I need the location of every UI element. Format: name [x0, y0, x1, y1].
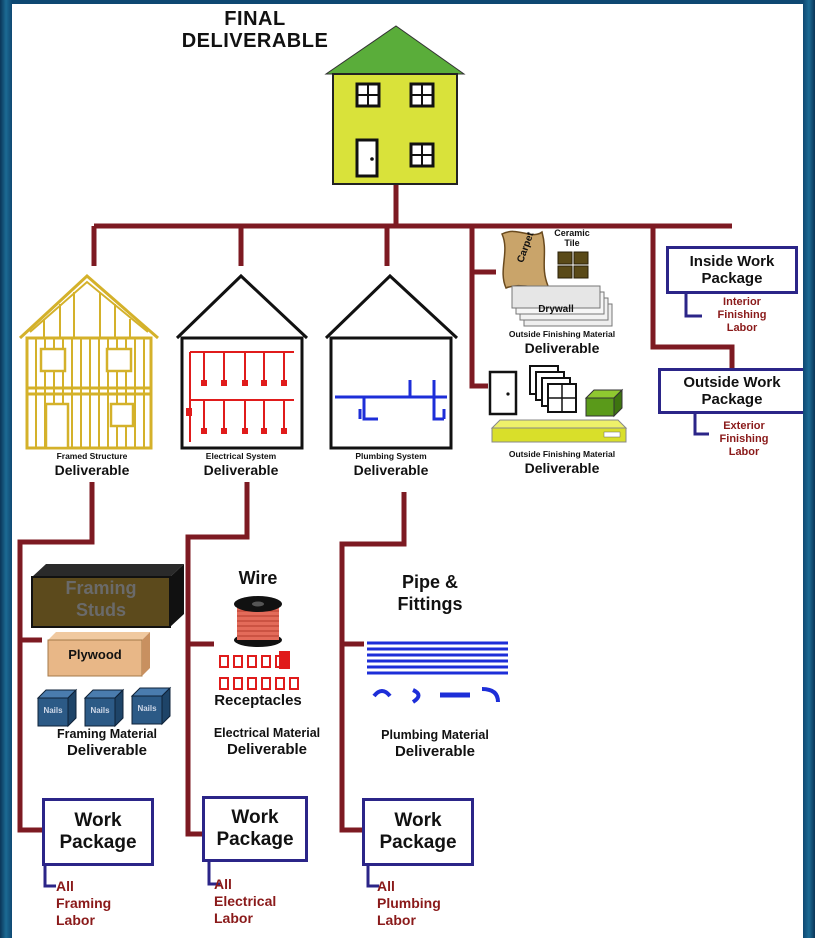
- drop-work-packages: [650, 226, 735, 368]
- electrical-work-package-box[interactable]: Work Package: [202, 796, 308, 862]
- plumbing-work-package-box[interactable]: Work Package: [362, 798, 474, 866]
- electrical-system-caption: Electrical System: [205, 451, 277, 461]
- electrical-labor: All Electrical Labor: [214, 876, 277, 926]
- diagram-graphics: [17, 25, 735, 888]
- inside-finishing-caption: Outside Finishing Material: [508, 329, 616, 339]
- nails-label-3: Nails: [137, 704, 157, 713]
- nails-label-2: Nails: [90, 706, 110, 715]
- drywall-label: Drywall: [538, 304, 574, 315]
- outside-work-package-label: Outside Work Package: [683, 373, 781, 408]
- wire-label: Wire: [238, 568, 278, 588]
- framing-work-package-label: Work Package: [59, 810, 137, 853]
- framing-material-caption: Framing Material: [56, 727, 158, 741]
- plumbing-material-deliverable: Deliverable: [394, 743, 476, 760]
- inside-finishing-deliverable: Deliverable: [524, 340, 600, 356]
- framing-studs-icon: [31, 564, 184, 628]
- plumbing-work-package-label: Work Package: [379, 810, 457, 853]
- final-deliverable-title: FINAL DELIVERABLE: [181, 8, 329, 53]
- inside-work-package-label: Inside Work Package: [689, 252, 775, 287]
- plywood-label: Plywood: [68, 647, 122, 662]
- line-framing: [17, 482, 95, 833]
- framed-structure-icon: [18, 273, 159, 450]
- drop-finishing: [469, 226, 488, 389]
- framing-material-deliverable: Deliverable: [66, 742, 148, 759]
- interior-finishing-labor: Interior Finishing Labor: [717, 296, 767, 335]
- plumbing-system-caption: Plumbing System: [355, 451, 427, 461]
- electrical-material-deliverable: Deliverable: [226, 741, 308, 758]
- plumbing-system-deliverable: Deliverable: [353, 462, 429, 478]
- line-plumbing: [339, 492, 407, 833]
- labor-brackets: [43, 294, 709, 888]
- final-house-icon: [324, 25, 466, 185]
- plumbing-system-icon: [324, 273, 459, 450]
- receptacles-label: Receptacles: [214, 692, 302, 709]
- nails-boxes-icon: [36, 686, 172, 728]
- framing-work-package-box[interactable]: Work Package: [42, 798, 154, 866]
- plumbing-material-caption: Plumbing Material: [381, 728, 489, 742]
- outside-finishing-deliverable: Deliverable: [524, 460, 600, 476]
- wire-spool-icon: [234, 596, 282, 647]
- electrical-system-deliverable: Deliverable: [203, 462, 279, 478]
- plywood-icon: [47, 632, 150, 677]
- line-electrical: [185, 482, 250, 837]
- framing-studs-label: Framing Studs: [65, 578, 137, 620]
- pipe-fittings-label: Pipe & Fittings: [397, 572, 463, 614]
- electrical-material-caption: Electrical Material: [213, 726, 321, 740]
- connectors: [17, 184, 735, 837]
- nails-label-1: Nails: [43, 706, 63, 715]
- framing-labor: All Framing Labor: [56, 878, 112, 928]
- electrical-work-package-label: Work Package: [216, 807, 294, 850]
- framed-structure-caption: Framed Structure: [56, 451, 128, 461]
- outside-finishing-icons: [488, 365, 628, 443]
- pipes-icon: [367, 641, 508, 704]
- outside-finishing-caption: Outside Finishing Material: [508, 449, 616, 459]
- inside-finishing-icons: [501, 230, 613, 327]
- receptacles-icon: [219, 651, 299, 690]
- inside-work-package-box[interactable]: Inside Work Package: [666, 246, 798, 294]
- framed-structure-deliverable: Deliverable: [54, 462, 130, 478]
- electrical-system-icon: [175, 273, 309, 450]
- ceramic-tile-label: Ceramic Tile: [554, 228, 590, 249]
- outside-work-package-box[interactable]: Outside Work Package: [658, 368, 803, 414]
- wbs-diagram: FINAL DELIVERABLE Framed Structure Deliv…: [12, 4, 803, 938]
- plumbing-labor: All Plumbing Labor: [377, 878, 441, 928]
- exterior-finishing-labor: Exterior Finishing Labor: [719, 420, 769, 459]
